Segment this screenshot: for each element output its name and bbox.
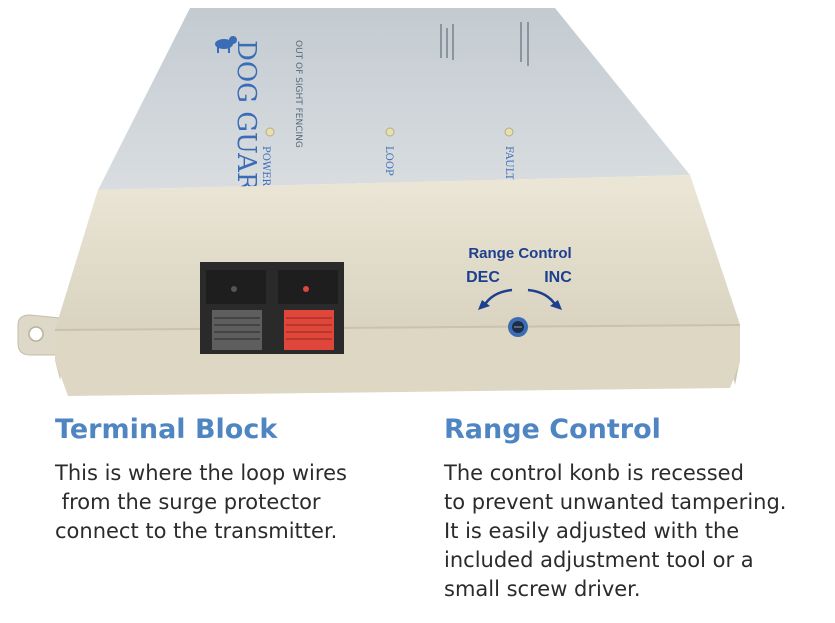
range-control-heading: Range Control [444,414,661,445]
terminal-block-line: from the surge protector [55,490,321,514]
led-label-fault: FAULT [503,146,514,181]
terminal-block-line: connect to the transmitter. [55,519,338,543]
terminal-block-heading: Terminal Block [55,414,278,445]
device-label-text: OUT OF SIGHT FENCING [293,40,303,148]
range-control-panel: Range Control DEC INC [466,245,572,337]
terminal-block-description: This is where the loop wires from the su… [55,459,347,546]
led-label-power: POWER [260,146,271,187]
terminal-red [284,286,334,350]
led-loop: LOOP [383,127,395,176]
dog-emblem-icon [215,36,237,53]
range-dec-label: DEC [466,269,500,286]
mounting-tab [17,314,61,356]
led-label-loop: LOOP [383,146,394,176]
brand-logo: DOG GUARD [231,40,261,212]
range-inc-label: INC [544,269,572,286]
led-fault: FAULT [503,127,514,181]
terminal-block-line: This is where the loop wires [55,461,347,485]
range-control-description: The control konb is recessed to prevent … [444,459,786,604]
range-control-line: The control konb is recessed [444,461,744,485]
range-knob[interactable] [508,317,528,337]
range-control-line: included adjustment tool or a [444,548,754,572]
range-control-line: to prevent unwanted tampering. [444,490,787,514]
range-control-label: Range Control [468,245,571,262]
terminal-gray [212,310,262,350]
range-control-line: small screw driver. [444,577,641,601]
range-control-line: It is easily adjusted with the [444,519,740,543]
led-power: POWER [260,127,275,187]
terminal-block [200,262,344,354]
device-front-face [54,175,741,396]
device-top-panel: DOG GUARD OUT OF SIGHT FENCING [98,8,690,212]
device-photo: DOG GUARD OUT OF SIGHT FENCING POWER [17,8,741,396]
